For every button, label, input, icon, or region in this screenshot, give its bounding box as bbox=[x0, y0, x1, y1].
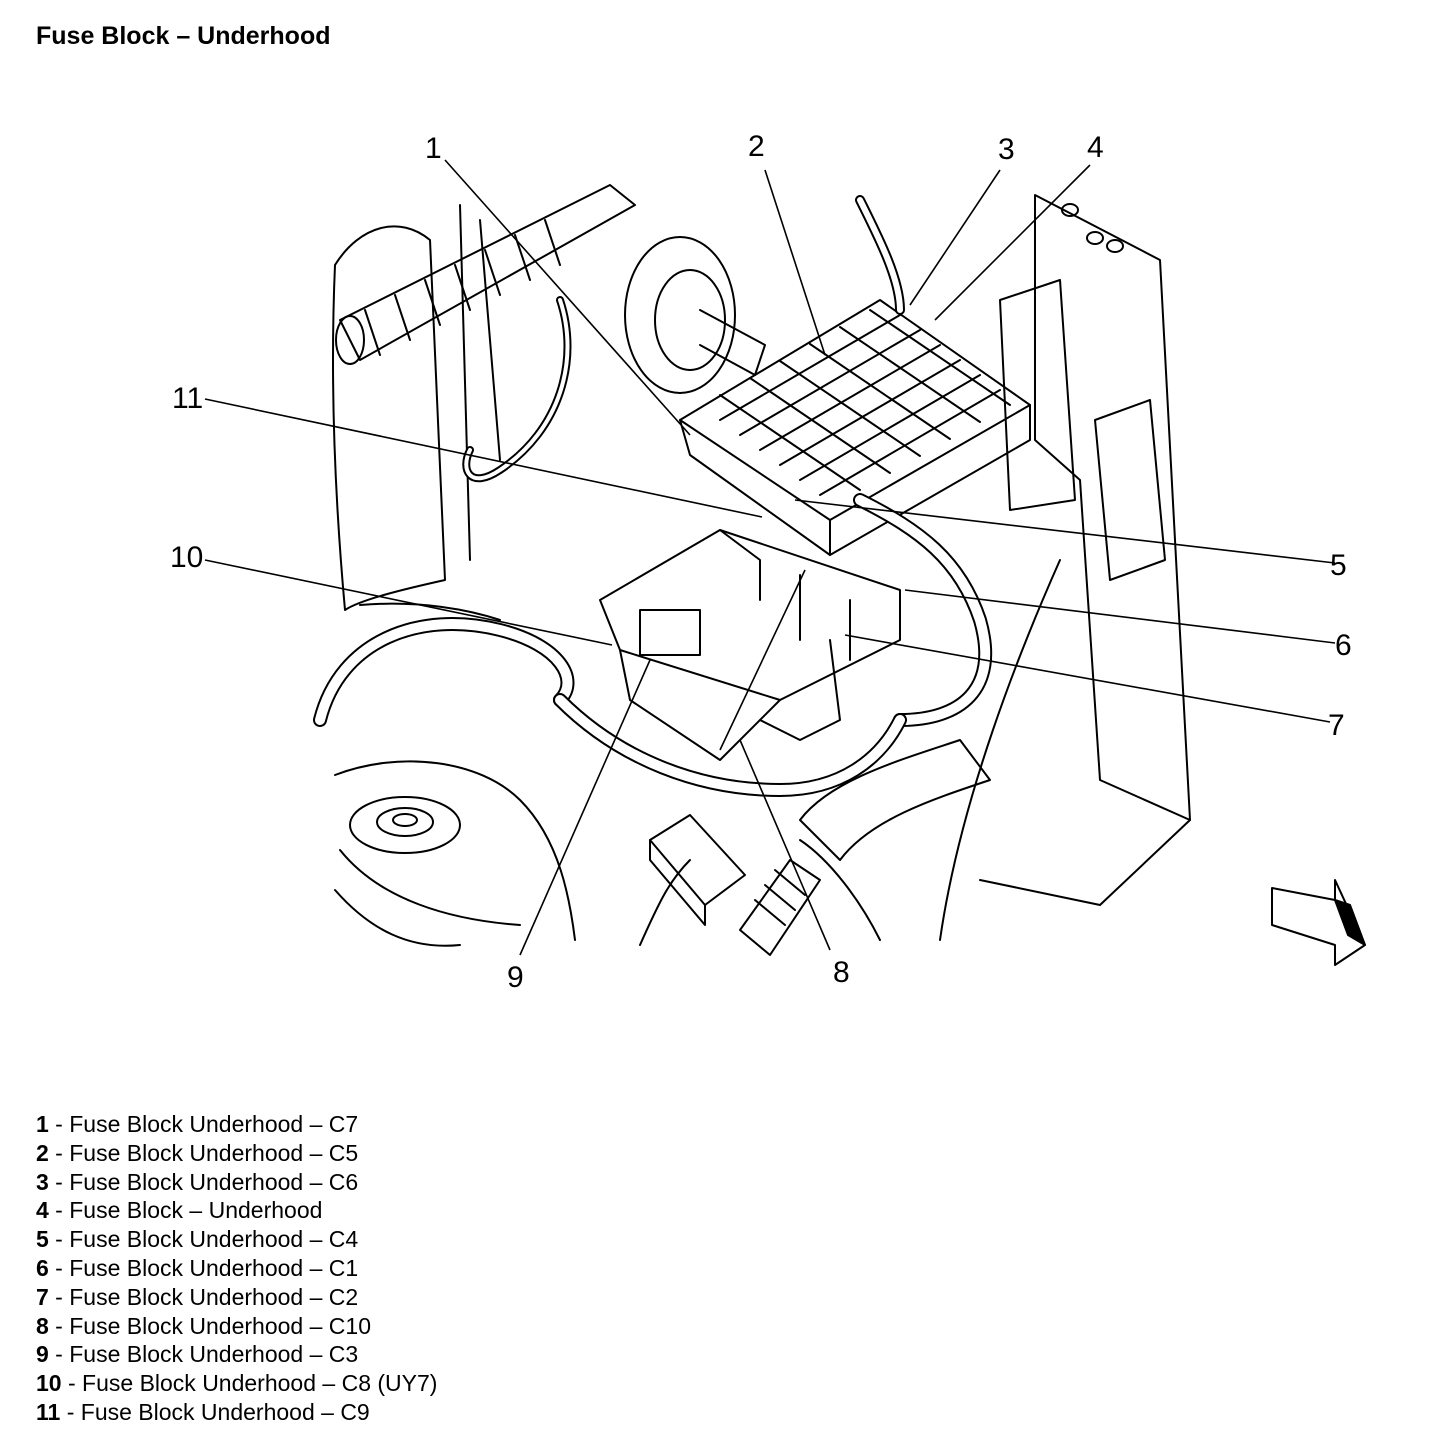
legend-text: Fuse Block Underhood – C9 bbox=[80, 1398, 370, 1425]
legend-number: 9 bbox=[36, 1341, 49, 1368]
legend-text: Fuse Block – Underhood bbox=[69, 1197, 323, 1224]
legend-text: Fuse Block Underhood – C1 bbox=[69, 1254, 359, 1281]
legend-item: 3 - Fuse Block Underhood – C6 bbox=[36, 1168, 359, 1195]
legend-item: 11 - Fuse Block Underhood – C9 bbox=[36, 1398, 370, 1425]
legend-item: 10 - Fuse Block Underhood – C8 (UY7) bbox=[36, 1370, 438, 1397]
legend-item: 5 - Fuse Block Underhood – C4 bbox=[36, 1226, 359, 1253]
legend-item: 6 - Fuse Block Underhood – C1 bbox=[36, 1254, 359, 1281]
legend-text: Fuse Block Underhood – C10 bbox=[69, 1312, 371, 1339]
callout-6: 6 bbox=[1335, 629, 1352, 662]
legend-number: 10 bbox=[36, 1370, 62, 1397]
fuse-block-lower bbox=[599, 529, 901, 761]
legend-number: 4 bbox=[36, 1197, 49, 1224]
callout-3: 3 bbox=[998, 133, 1015, 166]
leader-11 bbox=[204, 398, 763, 518]
legend-item: 9 - Fuse Block Underhood – C3 bbox=[36, 1341, 359, 1368]
legend-item: 8 - Fuse Block Underhood – C10 bbox=[36, 1312, 371, 1339]
front-direction-arrow bbox=[1271, 879, 1366, 966]
leader-9 bbox=[519, 659, 651, 956]
legend-item: 7 - Fuse Block Underhood – C2 bbox=[36, 1283, 359, 1310]
callout-8: 8 bbox=[833, 956, 850, 989]
leader-1 bbox=[444, 159, 691, 436]
leader-6 bbox=[904, 589, 1336, 644]
leader-5 bbox=[794, 499, 1336, 564]
legend-item: 1 - Fuse Block Underhood – C7 bbox=[36, 1111, 359, 1137]
legend-list: 1 - Fuse Block Underhood – C7 2 - Fuse B… bbox=[36, 1110, 437, 1427]
legend-text: Fuse Block Underhood – C2 bbox=[69, 1283, 359, 1310]
leader-7 bbox=[844, 634, 1331, 723]
horn bbox=[624, 236, 766, 394]
legend-number: 11 bbox=[36, 1398, 61, 1425]
leader-10 bbox=[204, 559, 613, 646]
legend-number: 1 bbox=[36, 1111, 49, 1137]
legend-item: 2 - Fuse Block Underhood – C5 bbox=[36, 1139, 359, 1166]
leader-8b bbox=[719, 569, 806, 751]
legend-item: 4 - Fuse Block – Underhood bbox=[36, 1197, 323, 1224]
leader-3 bbox=[909, 169, 1001, 306]
legend-text: Fuse Block Underhood – C5 bbox=[69, 1139, 359, 1166]
lower-hose bbox=[739, 739, 991, 956]
legend-number: 8 bbox=[36, 1312, 49, 1339]
left-body-panel bbox=[332, 225, 446, 611]
callout-1: 1 bbox=[425, 132, 442, 165]
callout-5: 5 bbox=[1330, 549, 1347, 582]
diagram-title: Fuse Block – Underhood bbox=[36, 22, 331, 50]
wiring-harness bbox=[313, 195, 993, 797]
fuse-block-illustration: 1 2 3 4 5 6 7 8 9 10 11 bbox=[170, 130, 1366, 994]
leader-4 bbox=[934, 164, 1091, 321]
legend-number: 6 bbox=[36, 1254, 49, 1281]
callout-7: 7 bbox=[1328, 709, 1345, 742]
lower-connector bbox=[649, 814, 746, 926]
legend-number: 7 bbox=[36, 1283, 49, 1310]
leader-2 bbox=[764, 169, 826, 356]
legend-text: Fuse Block Underhood – C8 (UY7) bbox=[82, 1370, 438, 1397]
legend-number: 5 bbox=[36, 1226, 49, 1253]
upper-hose bbox=[335, 184, 636, 365]
legend-text: Fuse Block Underhood – C3 bbox=[69, 1341, 359, 1368]
callout-10: 10 bbox=[170, 541, 203, 574]
left-panel-edge bbox=[459, 204, 471, 561]
legend-number: 3 bbox=[36, 1168, 49, 1195]
right-bracket bbox=[999, 194, 1191, 821]
legend-text: Fuse Block Underhood – C7 bbox=[69, 1111, 359, 1137]
callout-4: 4 bbox=[1087, 131, 1104, 164]
legend-text: Fuse Block Underhood – C4 bbox=[69, 1226, 359, 1253]
legend-text: Fuse Block Underhood – C6 bbox=[69, 1168, 359, 1195]
callout-2: 2 bbox=[748, 130, 765, 163]
fuse-block-cover bbox=[679, 299, 1031, 556]
legend-number: 2 bbox=[36, 1139, 49, 1166]
callout-9: 9 bbox=[507, 961, 524, 994]
strut-tower bbox=[334, 760, 576, 947]
leader-8a bbox=[739, 739, 831, 951]
callout-11: 11 bbox=[172, 382, 203, 415]
